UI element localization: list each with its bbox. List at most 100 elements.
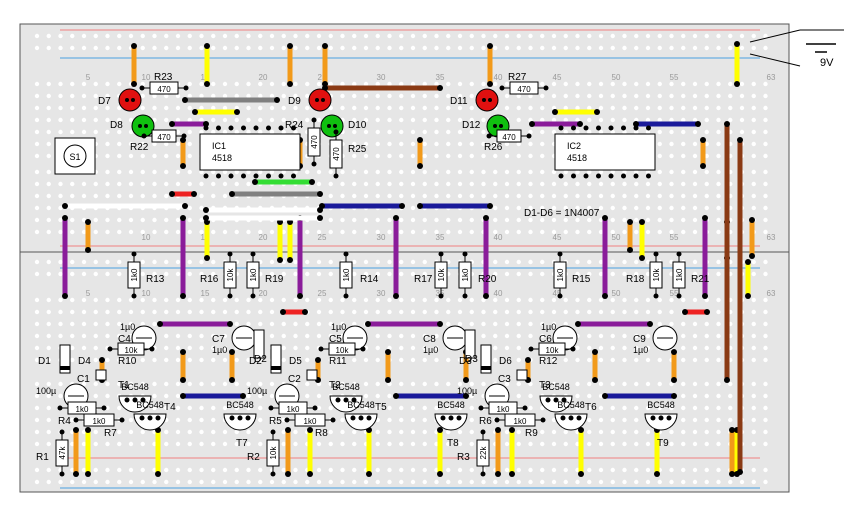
- column-number: 45: [553, 233, 562, 242]
- hole: [634, 117, 639, 123]
- hole: [516, 321, 521, 327]
- resistor-pin: [268, 405, 274, 411]
- hole: [46, 271, 51, 277]
- capacitor-label: C6: [539, 334, 552, 345]
- hole: [316, 309, 322, 315]
- resistor-pin: [557, 293, 563, 299]
- column-number: 10: [142, 73, 151, 82]
- hole: [563, 479, 568, 485]
- hole: [622, 45, 627, 51]
- resistor-pin: [181, 133, 187, 139]
- hole: [46, 217, 51, 223]
- hole: [152, 193, 157, 199]
- hole: [70, 309, 75, 315]
- hole: [246, 393, 251, 399]
- hole: [481, 297, 486, 303]
- hole: [340, 45, 345, 51]
- hole: [751, 45, 756, 51]
- hole: [446, 321, 451, 327]
- hole: [164, 141, 169, 147]
- hole: [93, 429, 98, 435]
- hole: [669, 441, 674, 447]
- resistor-label: R6: [479, 416, 492, 427]
- hole: [504, 259, 510, 265]
- hole: [516, 45, 521, 51]
- hole: [540, 33, 545, 39]
- hole: [669, 297, 674, 303]
- hole: [199, 309, 204, 315]
- hole: [634, 169, 639, 175]
- hole: [622, 345, 627, 351]
- hole: [128, 33, 134, 39]
- wire-end: [749, 253, 755, 259]
- hole: [340, 93, 345, 99]
- hole: [352, 93, 357, 99]
- transistor-part: BC548: [347, 400, 375, 410]
- hole: [763, 381, 768, 387]
- hole: [128, 169, 134, 175]
- hole: [657, 229, 662, 235]
- wire-end: [577, 121, 583, 127]
- hole: [692, 33, 698, 39]
- hole: [187, 169, 192, 175]
- hole: [164, 479, 169, 485]
- hole: [493, 181, 498, 187]
- hole: [551, 429, 557, 435]
- hole: [587, 309, 592, 315]
- hole: [681, 297, 686, 303]
- hole: [669, 309, 674, 315]
- diode: [59, 344, 71, 374]
- resistor-pin: [131, 251, 137, 257]
- hole: [645, 441, 651, 447]
- hole: [117, 117, 122, 123]
- hole: [457, 45, 463, 51]
- hole: [93, 81, 98, 87]
- hole: [293, 345, 298, 351]
- hole: [399, 217, 404, 223]
- hole: [563, 93, 568, 99]
- hole: [481, 153, 486, 159]
- hole: [528, 297, 533, 303]
- hole: [645, 381, 651, 387]
- hole: [598, 93, 604, 99]
- hole: [669, 405, 674, 411]
- hole: [751, 345, 756, 351]
- hole: [34, 181, 40, 187]
- hole: [46, 345, 51, 351]
- column-numbers: 5551010101515152020202525253030303535354…: [86, 73, 776, 298]
- hole: [246, 467, 251, 473]
- hole: [305, 169, 310, 175]
- hole: [387, 429, 392, 435]
- led-label: D12: [462, 120, 481, 131]
- hole: [598, 467, 604, 473]
- hole: [222, 441, 228, 447]
- hole: [728, 479, 733, 485]
- hole: [246, 297, 251, 303]
- hole: [387, 393, 392, 399]
- hole: [81, 309, 87, 315]
- hole: [634, 129, 639, 135]
- hole: [410, 441, 416, 447]
- hole: [305, 45, 310, 51]
- hole: [363, 309, 369, 315]
- hole: [681, 381, 686, 387]
- hole: [457, 405, 463, 411]
- hole: [469, 297, 474, 303]
- hole: [105, 405, 110, 411]
- hole: [516, 33, 521, 39]
- wire-end: [62, 215, 68, 221]
- hole: [164, 429, 169, 435]
- hole: [117, 381, 122, 387]
- transistor-label: T6: [585, 402, 597, 413]
- hole: [34, 357, 40, 363]
- hole: [681, 217, 686, 223]
- hole: [352, 321, 357, 327]
- hole: [681, 467, 686, 473]
- hole: [422, 229, 427, 235]
- hole: [410, 357, 416, 363]
- hole: [692, 229, 698, 235]
- hole: [340, 357, 345, 363]
- hole: [187, 297, 192, 303]
- hole: [446, 193, 451, 199]
- transistor-pin: [560, 415, 566, 421]
